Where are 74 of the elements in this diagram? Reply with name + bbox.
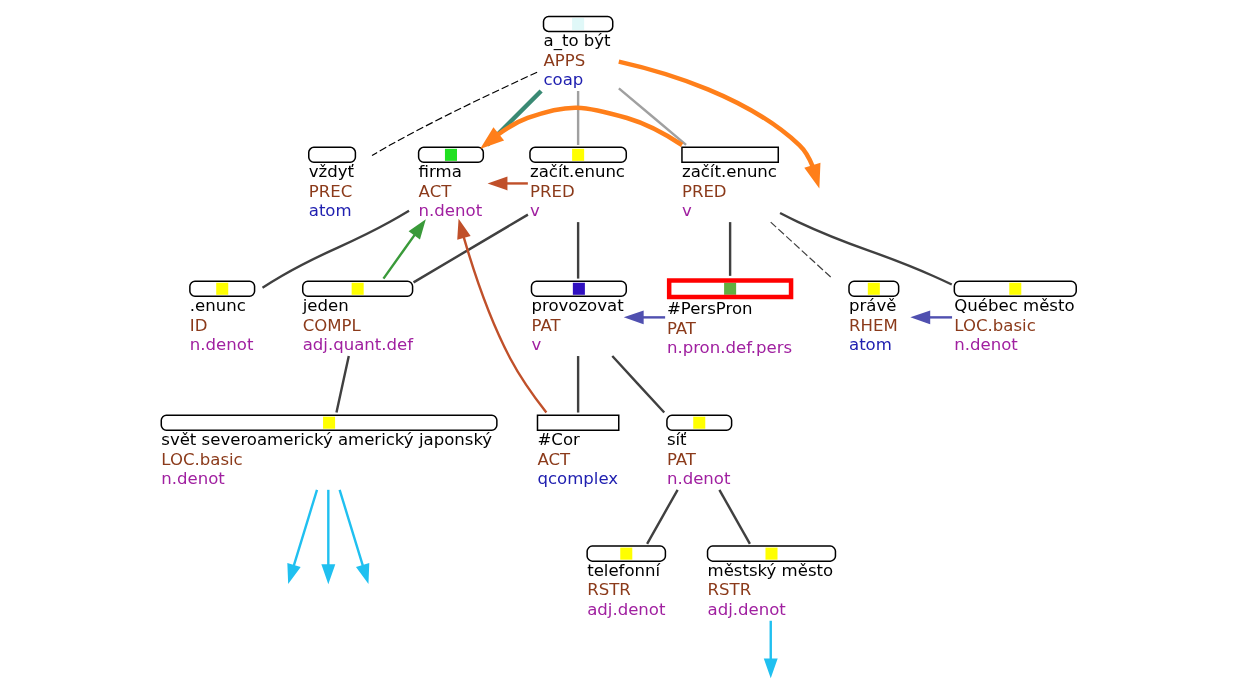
node-label: ACT — [536, 449, 570, 469]
node-label: Québec město — [953, 296, 1075, 316]
node-label: n.denot — [666, 469, 730, 489]
node-label: #PersPron — [666, 299, 753, 319]
node-box — [666, 278, 793, 300]
arrow — [286, 489, 318, 585]
node-label: vždyť — [308, 162, 354, 182]
node-label: COMPL — [302, 315, 361, 335]
node-label: adj.quant.def — [302, 335, 413, 355]
arrow — [617, 59, 820, 189]
node-label: atom — [308, 201, 352, 221]
node-label: ACT — [418, 181, 451, 201]
connector — [370, 71, 538, 157]
node-label: firma — [418, 162, 462, 182]
node-label: n.pron.def.pers — [666, 338, 792, 358]
connector — [717, 489, 751, 545]
arrow — [763, 620, 778, 679]
connector — [617, 87, 687, 146]
node-label: adj.denot — [586, 600, 665, 620]
node-label: n.denot — [160, 469, 225, 489]
node-label: PRED — [529, 181, 575, 201]
node-label: a_to být — [543, 31, 611, 51]
node-label: RSTR — [707, 580, 751, 600]
node-label: v — [529, 201, 540, 221]
node-label: LOC.basic — [160, 449, 243, 469]
node-label: začít.enunc — [529, 162, 625, 182]
arrow — [337, 489, 369, 585]
arrow — [456, 218, 547, 414]
connector — [576, 356, 579, 413]
node-label: PRED — [681, 181, 727, 201]
arrow — [623, 310, 665, 325]
node-label: PAT — [530, 315, 561, 335]
arrow — [909, 310, 952, 325]
connector — [576, 91, 579, 145]
node-label: RSTR — [586, 580, 631, 600]
node-label: atom — [848, 335, 892, 355]
node-label: PAT — [666, 449, 696, 469]
connector — [728, 222, 731, 276]
node-label: právě — [848, 296, 896, 316]
node-label: .enunc — [189, 296, 246, 316]
connector — [769, 221, 833, 280]
connector — [576, 222, 579, 279]
node-label: APPS — [543, 50, 585, 70]
connector — [779, 211, 952, 286]
node-label: v — [530, 335, 541, 355]
node-label: #Cor — [536, 429, 580, 449]
node-label: síť — [666, 429, 687, 449]
node-label: provozovat — [530, 296, 624, 316]
node-label: n.denot — [418, 201, 482, 221]
node-label: městský město — [707, 560, 833, 580]
connector — [334, 355, 350, 413]
node-label: n.denot — [189, 335, 253, 355]
node-label: n.denot — [953, 335, 1018, 355]
connector — [261, 209, 410, 289]
node-label: ID — [189, 315, 207, 335]
node-label: qcomplex — [536, 469, 618, 489]
arrow — [381, 219, 426, 280]
connector — [645, 489, 679, 545]
node-label: svět severoamerický americký japonský — [160, 429, 492, 449]
arrow — [487, 176, 528, 191]
node-label: telefonní — [586, 560, 660, 580]
node-label: LOC.basic — [953, 315, 1036, 335]
connector — [610, 355, 665, 414]
node-label: adj.denot — [707, 600, 786, 620]
node-label: PAT — [666, 318, 696, 338]
node-label: jeden — [302, 296, 349, 316]
node-label: RHEM — [848, 315, 898, 335]
node-label: začít.enunc — [681, 162, 777, 182]
connector — [412, 213, 529, 284]
node-label: coap — [543, 70, 583, 90]
node-label: PREC — [308, 181, 352, 201]
arrow — [479, 105, 683, 150]
arrow — [320, 489, 335, 585]
node-label: v — [681, 201, 692, 221]
